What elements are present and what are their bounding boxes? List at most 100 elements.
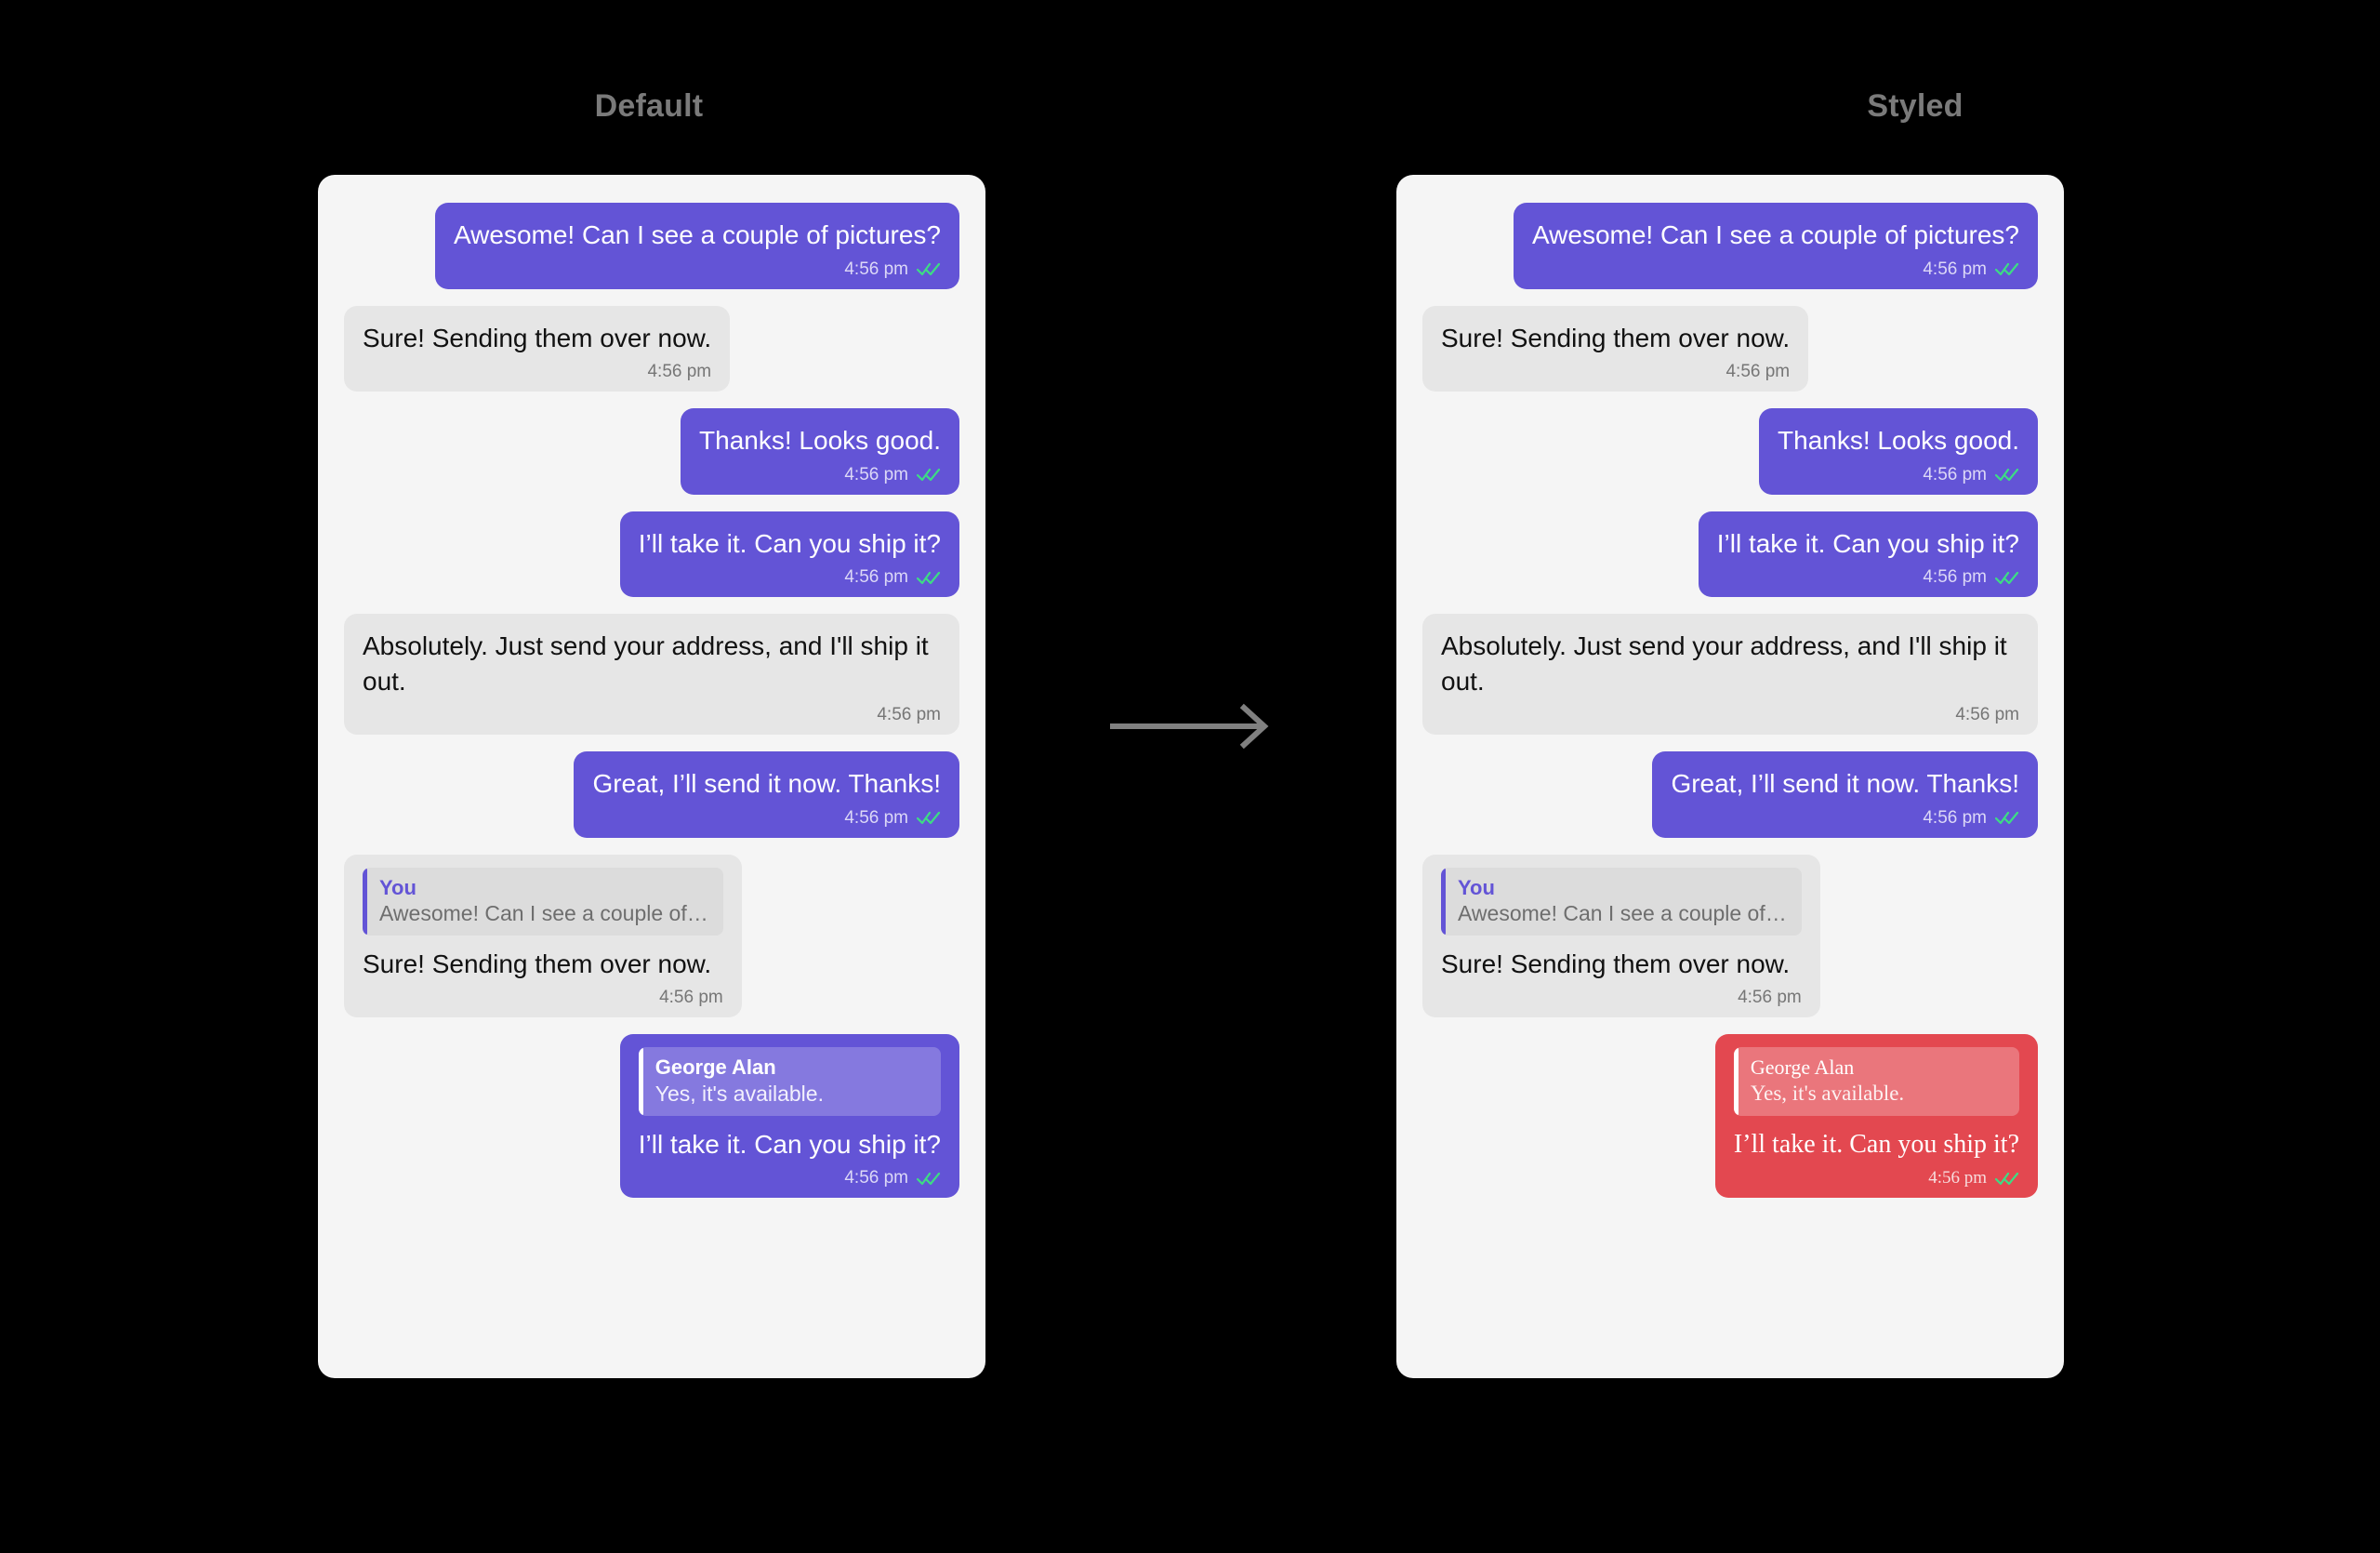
message-meta: 4:56 pm <box>1532 260 2019 278</box>
message-timestamp: 4:56 pm <box>659 988 723 1008</box>
message-bubble[interactable]: Sure! Sending them over now. 4:56 pm <box>344 305 731 392</box>
message-bubble[interactable]: Sure! Sending them over now. 4:56 pm <box>1422 305 1809 392</box>
message-timestamp: 4:56 pm <box>1923 567 1987 588</box>
double-check-icon <box>917 261 941 276</box>
double-check-icon <box>917 810 941 825</box>
message-text: Sure! Sending them over now. <box>363 323 712 352</box>
message-meta: 4:56 pm <box>363 706 941 723</box>
message-timestamp: 4:56 pm <box>1923 259 1987 279</box>
double-check-icon <box>1995 467 2019 482</box>
double-check-icon <box>1995 261 2019 276</box>
quote-accent-bar <box>1441 867 1446 936</box>
message-meta: 4:56 pm <box>1441 706 2019 723</box>
message-timestamp: 4:56 pm <box>1923 464 1987 484</box>
message-timestamp: 4:56 pm <box>1928 1168 1987 1188</box>
quote-preview-text: Awesome! Can I see a couple of… <box>379 901 708 926</box>
message-timestamp: 4:56 pm <box>844 567 908 588</box>
message-text: Great, I’ll send it now. Thanks! <box>592 769 941 799</box>
message-text: Thanks! Looks good. <box>699 426 941 456</box>
message-row: Thanks! Looks good. 4:56 pm <box>344 408 959 495</box>
message-row: Thanks! Looks good. 4:56 pm <box>1422 408 2038 495</box>
panel-heading-default: Default <box>594 88 704 124</box>
message-text: Absolutely. Just send your address, and … <box>363 631 936 696</box>
message-meta: 4:56 pm <box>699 466 941 484</box>
message-text: I’ll take it. Can you ship it? <box>1733 1129 2019 1159</box>
quote-author: George Alan <box>654 1055 776 1080</box>
message-bubble[interactable]: I’ll take it. Can you ship it? 4:56 pm <box>619 511 959 598</box>
message-text: Thanks! Looks good. <box>1778 426 2019 456</box>
message-row: Awesome! Can I see a couple of pictures?… <box>344 203 959 289</box>
message-meta: 4:56 pm <box>639 1169 941 1187</box>
quote-preview-text: Awesome! Can I see a couple of… <box>1458 901 1787 926</box>
message-timestamp: 4:56 pm <box>844 259 908 279</box>
quote-author: You <box>1458 875 1495 899</box>
message-meta: 4:56 pm <box>1441 989 1802 1006</box>
message-meta: 4:56 pm <box>1734 1169 2019 1187</box>
message-bubble[interactable]: Absolutely. Just send your address, and … <box>344 614 959 736</box>
message-meta: 4:56 pm <box>592 809 941 827</box>
message-text: Sure! Sending them over now. <box>363 949 712 978</box>
message-row: Great, I’ll send it now. Thanks! 4:56 pm <box>344 751 959 838</box>
message-timestamp: 4:56 pm <box>1955 705 2019 725</box>
message-meta: 4:56 pm <box>1441 363 1790 380</box>
message-bubble[interactable]: Absolutely. Just send your address, and … <box>1422 614 2038 736</box>
message-row: I’ll take it. Can you ship it? 4:56 pm <box>344 511 959 598</box>
double-check-icon <box>1995 810 2019 825</box>
quote-accent-bar <box>363 867 367 936</box>
message-timestamp: 4:56 pm <box>844 1168 908 1188</box>
message-timestamp: 4:56 pm <box>844 464 908 484</box>
quote-author: You <box>379 875 416 899</box>
message-timestamp: 4:56 pm <box>1738 988 1802 1008</box>
message-bubble[interactable]: Thanks! Looks good. 4:56 pm <box>681 408 959 495</box>
message-row: Awesome! Can I see a couple of pictures?… <box>1422 203 2038 289</box>
message-meta: 4:56 pm <box>1671 809 2019 827</box>
message-timestamp: 4:56 pm <box>647 362 712 382</box>
message-text: I’ll take it. Can you ship it? <box>1716 528 2019 558</box>
message-bubble[interactable]: Great, I’ll send it now. Thanks! 4:56 pm <box>574 751 959 838</box>
message-timestamp: 4:56 pm <box>844 807 908 828</box>
message-row: Sure! Sending them over now. 4:56 pm <box>1422 305 2038 392</box>
double-check-icon <box>917 1171 941 1186</box>
message-timestamp: 4:56 pm <box>1726 362 1791 382</box>
transform-arrow <box>1108 702 1276 750</box>
quote-preview-text: Yes, it's available. <box>654 1081 824 1106</box>
message-text: Sure! Sending them over now. <box>1441 323 1791 352</box>
message-text: I’ll take it. Can you ship it? <box>638 528 941 558</box>
message-row: I’ll take it. Can you ship it? 4:56 pm <box>1422 511 2038 598</box>
message-meta: 4:56 pm <box>363 363 711 380</box>
message-row: Absolutely. Just send your address, and … <box>344 614 959 736</box>
message-bubble[interactable]: Awesome! Can I see a couple of pictures?… <box>434 203 959 289</box>
message-meta: 4:56 pm <box>454 260 941 278</box>
quote-author: George Alan <box>1750 1055 1855 1080</box>
message-text: Awesome! Can I see a couple of pictures? <box>1531 220 2019 249</box>
message-timestamp: 4:56 pm <box>877 705 941 725</box>
message-meta: 4:56 pm <box>1717 568 2019 586</box>
message-timestamp: 4:56 pm <box>1923 807 1987 828</box>
message-bubble[interactable]: I’ll take it. Can you ship it? 4:56 pm <box>1698 511 2038 598</box>
double-check-icon <box>1995 570 2019 585</box>
message-bubble[interactable]: Awesome! Can I see a couple of pictures?… <box>1513 203 2038 289</box>
message-bubble[interactable]: Great, I’ll send it now. Thanks!4:56 pm <box>1652 751 2038 838</box>
chat-panel-styled: Awesome! Can I see a couple of pictures?… <box>1396 175 2064 1378</box>
message-meta: 4:56 pm <box>1778 466 2019 484</box>
quote-preview-text: Yes, it's available. <box>1750 1081 1905 1105</box>
panel-heading-styled: Styled <box>1867 88 1964 124</box>
message-bubble[interactable]: Thanks! Looks good. 4:56 pm <box>1759 408 2038 495</box>
message-text: Sure! Sending them over now. <box>1441 949 1791 978</box>
